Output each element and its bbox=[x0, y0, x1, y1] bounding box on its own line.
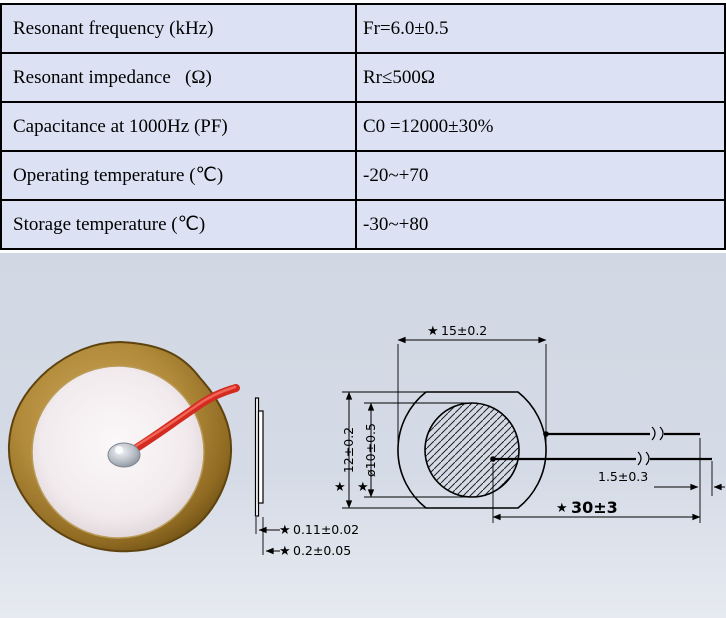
break-mark bbox=[659, 426, 664, 441]
piezo-element-photo bbox=[7, 340, 240, 553]
ceramic-diameter-dim: ø10±0.5 bbox=[363, 423, 378, 477]
spec-value-cell: -30~+80 bbox=[355, 199, 726, 250]
star-icon: ★ bbox=[279, 523, 291, 538]
lead-end-offset-dim: 1.5±0.3 bbox=[598, 469, 648, 484]
table-row: Storage temperature (℃) -30~+80 bbox=[0, 199, 726, 250]
red-wire-highlight bbox=[129, 385, 237, 451]
outer-width-dim: 15±0.2 bbox=[441, 323, 487, 338]
lead-length-dim: 30±3 bbox=[571, 498, 618, 517]
ceramic-side-view bbox=[257, 410, 264, 504]
spec-label-cell: Capacitance at 1000Hz (PF) bbox=[0, 101, 357, 152]
break-mark bbox=[645, 451, 650, 466]
solder-highlight bbox=[115, 446, 123, 454]
star-icon: ★ bbox=[427, 324, 439, 339]
spec-label-cell: Resonant frequency (kHz) bbox=[0, 3, 357, 54]
table-row: Operating temperature (℃) -20~+70 bbox=[0, 150, 726, 201]
plate-thickness-dim: 0.11±0.02 bbox=[293, 522, 359, 537]
break-mark bbox=[651, 426, 656, 441]
table-row: Resonant frequency (kHz) Fr=6.0±0.5 bbox=[0, 3, 726, 54]
break-mark bbox=[637, 451, 642, 466]
spec-value-cell: Fr=6.0±0.5 bbox=[355, 3, 726, 54]
star-icon: ★ bbox=[334, 480, 346, 495]
spec-value-cell: -20~+70 bbox=[355, 150, 726, 201]
total-thickness-dim: 0.2±0.05 bbox=[293, 543, 351, 558]
spec-table: Resonant frequency (kHz) Fr=6.0±0.5 Reso… bbox=[0, 3, 726, 250]
outer-height-dim: 12±0.2 bbox=[341, 427, 356, 473]
ceramic-hatched bbox=[424, 402, 520, 498]
plate-outline bbox=[397, 391, 547, 509]
front-view: ★ 15±0.2 12±0.2 ø10±0.5 ★ ★ 1.5±0.3 bbox=[334, 323, 725, 523]
side-view: ★ 0.11±0.02 ★ 0.2±0.05 bbox=[254, 397, 359, 559]
solder-joint bbox=[107, 442, 141, 468]
table-row: Capacitance at 1000Hz (PF) C0 =12000±30% bbox=[0, 101, 726, 152]
star-icon: ★ bbox=[556, 501, 568, 516]
star-icon: ★ bbox=[357, 480, 369, 495]
spec-label-cell: Resonant impedance (Ω) bbox=[0, 52, 357, 103]
spec-value-cell: Rr≤500Ω bbox=[355, 52, 726, 103]
table-row: Resonant impedance (Ω) Rr≤500Ω bbox=[0, 52, 726, 103]
spec-label-cell: Operating temperature (℃) bbox=[0, 150, 357, 201]
star-icon: ★ bbox=[279, 544, 291, 559]
spec-label-cell: Storage temperature (℃) bbox=[0, 199, 357, 250]
spec-value-cell: C0 =12000±30% bbox=[355, 101, 726, 152]
